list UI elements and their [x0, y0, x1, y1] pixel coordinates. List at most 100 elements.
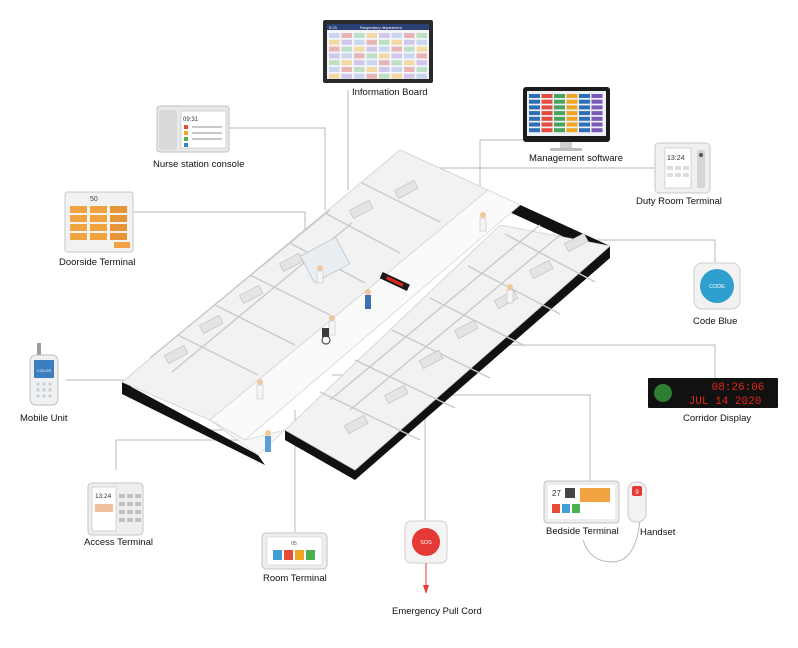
grid-cell	[416, 60, 427, 66]
floor-base-front-right	[285, 246, 610, 480]
grid-cell	[591, 105, 603, 110]
grid-cell	[110, 233, 127, 240]
grid-cell	[529, 128, 540, 133]
grid-cell	[341, 53, 352, 59]
room-number: 05	[291, 541, 297, 547]
grid-cell	[579, 111, 590, 116]
grid-cell	[404, 53, 415, 59]
label-handset: Handset	[640, 527, 676, 538]
grid-cell	[379, 73, 390, 79]
grid-cell	[554, 105, 565, 110]
duty-room-terminal-device: 13:24	[654, 142, 711, 194]
doorside-grid	[70, 206, 127, 240]
grid-cell	[529, 105, 540, 110]
grid-cell	[391, 73, 402, 79]
grid-cell	[70, 233, 87, 240]
management-software-monitor	[523, 87, 610, 151]
grid-cell	[391, 46, 402, 52]
grid-cell	[541, 105, 553, 110]
duty-time: 13:24	[667, 155, 685, 162]
grid-cell	[566, 105, 578, 110]
grid-cell	[404, 33, 415, 38]
grid-cell	[110, 224, 127, 231]
grid-cell	[341, 60, 352, 66]
doorside-terminal-device: 50	[64, 191, 134, 253]
label-emergency-pull-cord: Emergency Pull Cord	[392, 606, 482, 617]
hospital-floor-plan	[121, 149, 611, 480]
grid-cell	[529, 99, 540, 104]
label-corridor-display: Corridor Display	[683, 413, 752, 424]
grid-cell	[591, 94, 603, 98]
grid-cell	[379, 53, 390, 59]
grid-cell	[566, 99, 578, 104]
grid-cell	[566, 94, 578, 98]
grid-cell	[416, 53, 427, 59]
grid-cell	[366, 33, 377, 38]
grid-cell	[90, 224, 107, 231]
grid-cell	[554, 111, 565, 116]
grid-cell	[416, 39, 427, 45]
grid-cell	[90, 215, 107, 222]
nurse-station-console-device: 09:31	[156, 105, 230, 153]
grid-cell	[391, 53, 402, 59]
sos-button-text: SOS	[420, 540, 432, 546]
access-terminal-device: 13:24	[87, 482, 144, 536]
grid-cell	[329, 53, 340, 59]
grid-cell	[329, 46, 340, 52]
label-duty-room-terminal: Duty Room Terminal	[636, 196, 722, 207]
grid-cell	[70, 206, 87, 213]
grid-cell	[404, 46, 415, 52]
grid-cell	[591, 99, 603, 104]
floor-right-wing	[284, 224, 611, 471]
grid-cell	[541, 111, 553, 116]
grid-cell	[579, 105, 590, 110]
handset-key: 9	[635, 490, 639, 496]
label-nurse-station-console: Nurse station console	[153, 159, 245, 170]
room-terminal-device: 05	[261, 532, 328, 570]
nurse-station-desk	[299, 236, 351, 284]
grid-cell	[541, 128, 553, 133]
grid-cell	[366, 53, 377, 59]
grid-cell	[354, 73, 365, 79]
grid-cell	[354, 33, 365, 38]
grid-cell	[579, 128, 590, 133]
grid-cell	[541, 122, 553, 127]
grid-cell	[566, 128, 578, 133]
floor-base-front	[122, 382, 265, 465]
grid-cell	[366, 39, 377, 45]
grid-cell	[366, 73, 377, 79]
grid-cell	[554, 99, 565, 104]
grid-cell	[554, 128, 565, 133]
grid-cell	[391, 67, 402, 72]
grid-cell	[341, 39, 352, 45]
grid-cell	[329, 33, 340, 38]
grid-cell	[366, 67, 377, 72]
grid-cell	[416, 46, 427, 52]
code-button-text: CODE	[709, 284, 725, 290]
board-grid	[329, 33, 427, 79]
grid-cell	[354, 53, 365, 59]
grid-cell	[391, 60, 402, 66]
grid-cell	[404, 60, 415, 66]
grid-cell	[379, 33, 390, 38]
handset-device: 9	[627, 481, 647, 523]
grid-cell	[354, 67, 365, 72]
grid-cell	[354, 46, 365, 52]
beds	[164, 179, 589, 434]
grid-cell	[354, 60, 365, 66]
grid-cell	[90, 233, 107, 240]
code-blue-device: CODE	[693, 262, 741, 310]
grid-cell	[416, 67, 427, 72]
grid-cell	[391, 33, 402, 38]
grid-cell	[529, 116, 540, 121]
bedside-bed: 27	[552, 489, 561, 498]
corridor-time: 08:26:06	[712, 382, 765, 394]
grid-cell	[541, 99, 553, 104]
grid-cell	[110, 206, 127, 213]
grid-cell	[329, 67, 340, 72]
grid-cell	[341, 73, 352, 79]
grid-cell	[579, 122, 590, 127]
doorside-room: 50	[90, 196, 98, 203]
label-information-board: Information Board	[352, 87, 428, 98]
